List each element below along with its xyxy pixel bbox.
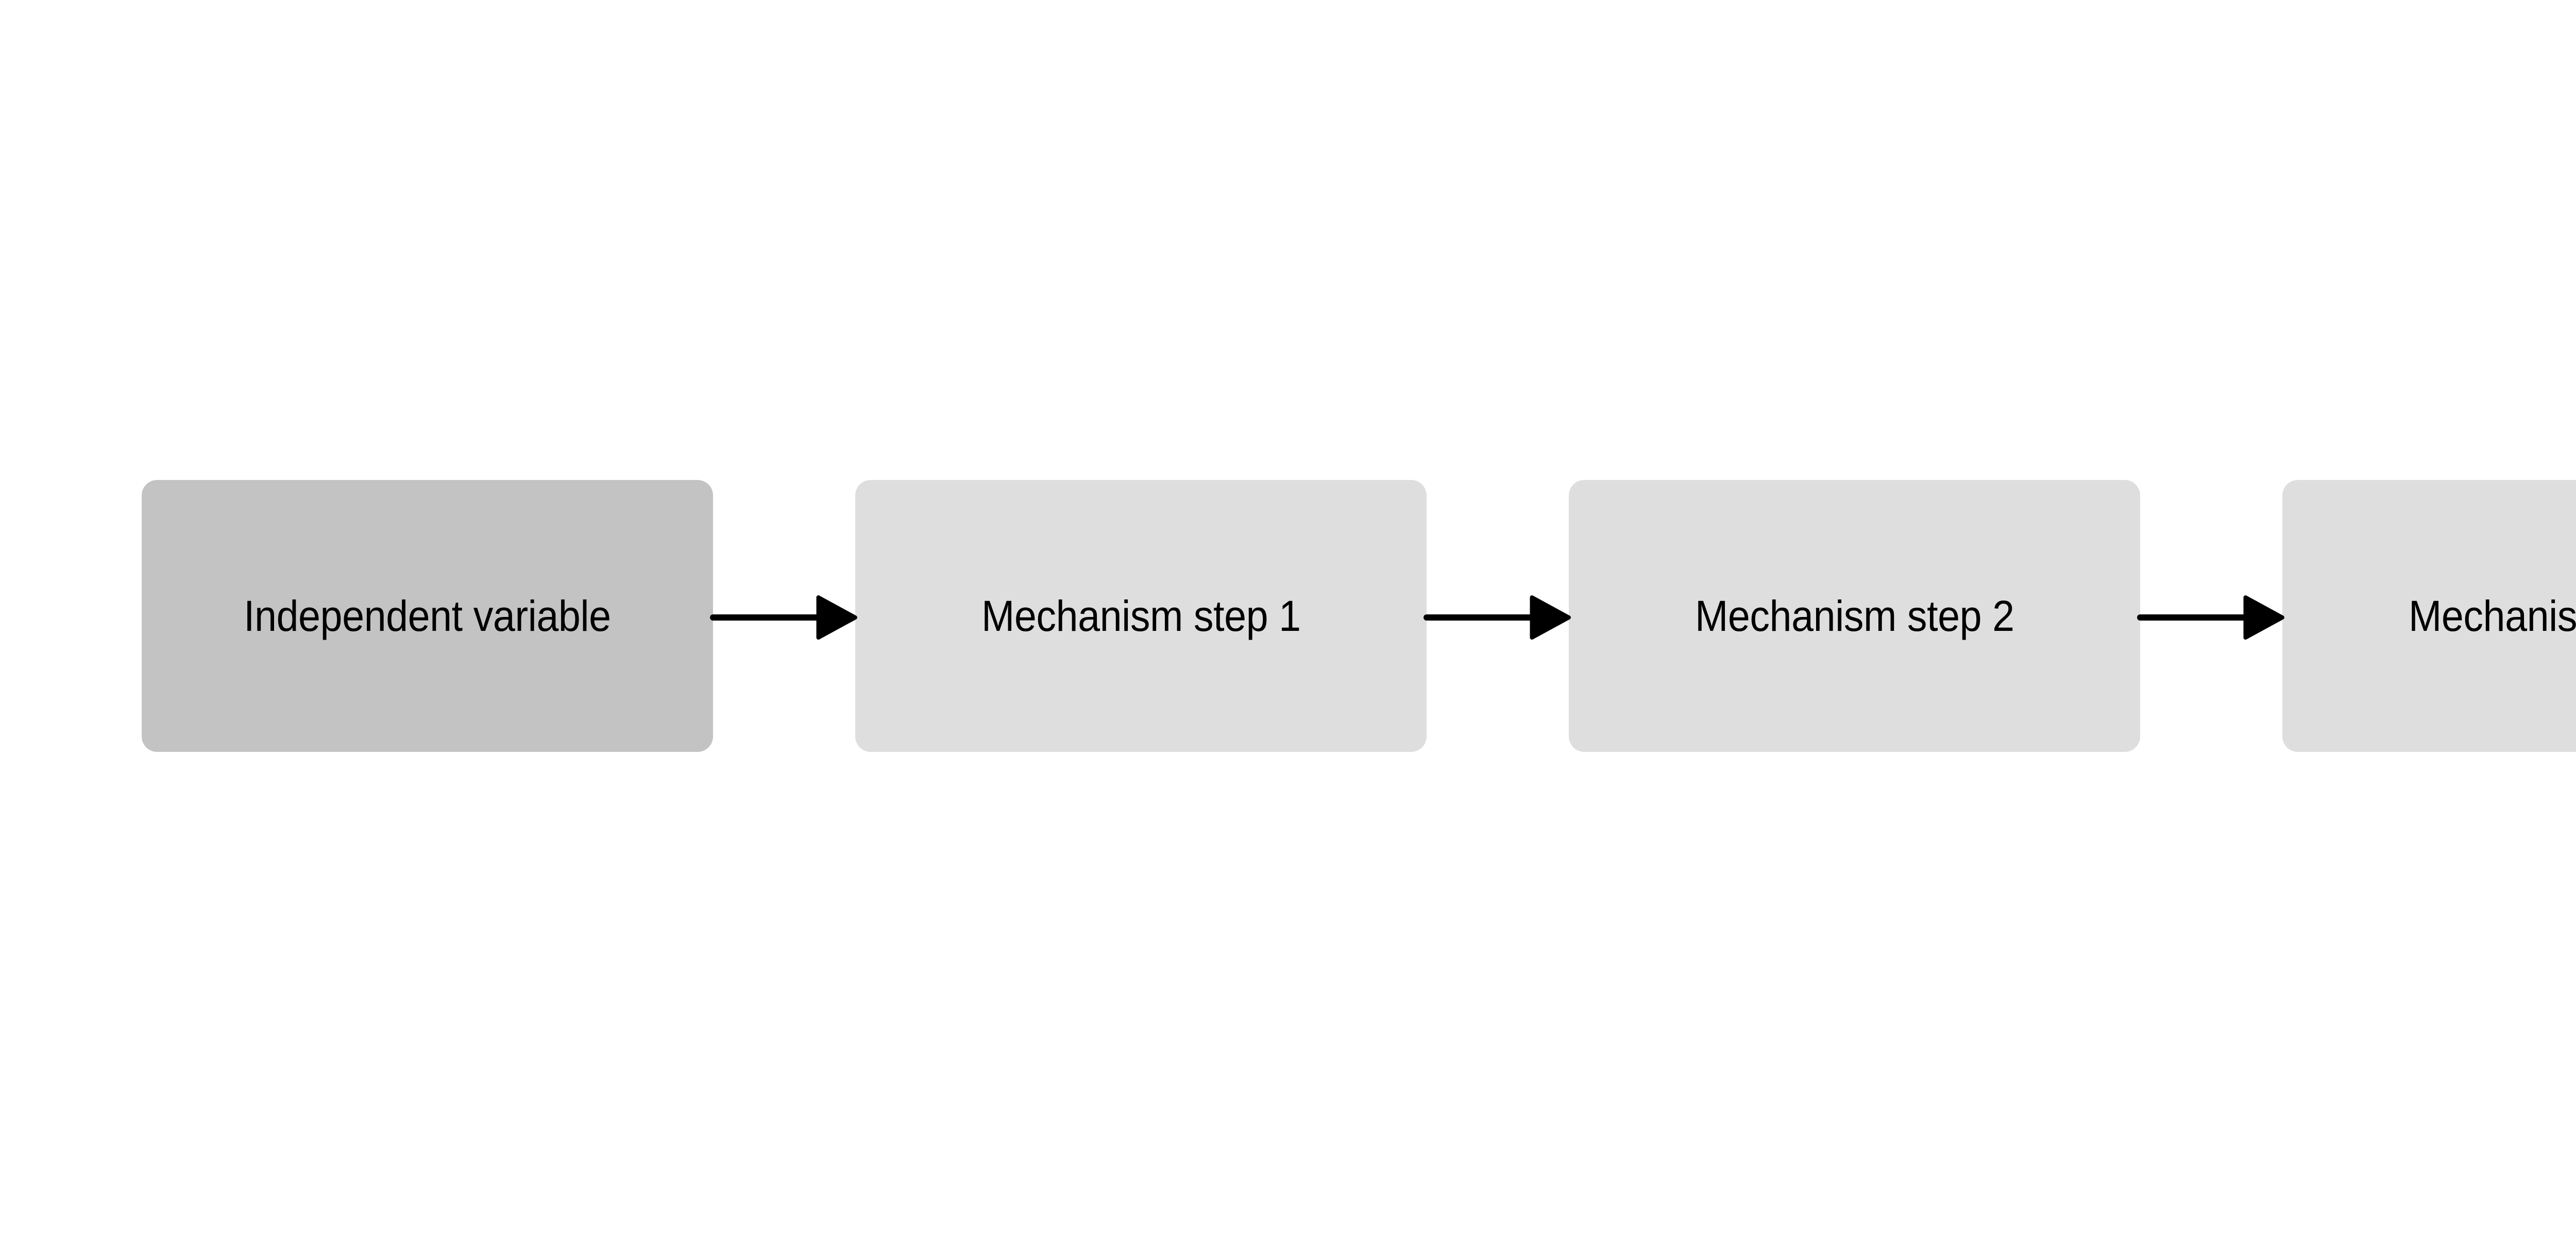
arrowhead-icon — [816, 595, 857, 640]
arrow-icon — [2137, 595, 2284, 640]
node-mechanism-step-1[interactable]: Mechanism step 1 — [855, 480, 1427, 752]
arrow-icon — [710, 595, 857, 640]
node-label-mechanism-step-2: Mechanism step 2 — [1694, 591, 2014, 640]
arrowhead-icon — [1530, 595, 1571, 640]
flow-chain: Independent variable Mechanism step 1 Me… — [142, 480, 2576, 752]
node-mechanism-step-3[interactable]: Mechanism step 3 — [2282, 480, 2576, 752]
arrow-iv-to-step1 — [710, 480, 857, 752]
node-label-mechanism-step-3: Mechanism step 3 — [2408, 591, 2576, 640]
arrow-step2-to-step3 — [2137, 480, 2284, 752]
node-mechanism-step-2[interactable]: Mechanism step 2 — [1569, 480, 2140, 752]
arrow-icon — [1423, 595, 1571, 640]
node-label-mechanism-step-1: Mechanism step 1 — [981, 591, 1301, 640]
arrow-step1-to-step2 — [1423, 480, 1571, 752]
arrowhead-icon — [2243, 595, 2284, 640]
node-independent-variable[interactable]: Independent variable — [142, 480, 713, 752]
node-label-independent-variable: Independent variable — [244, 591, 611, 640]
